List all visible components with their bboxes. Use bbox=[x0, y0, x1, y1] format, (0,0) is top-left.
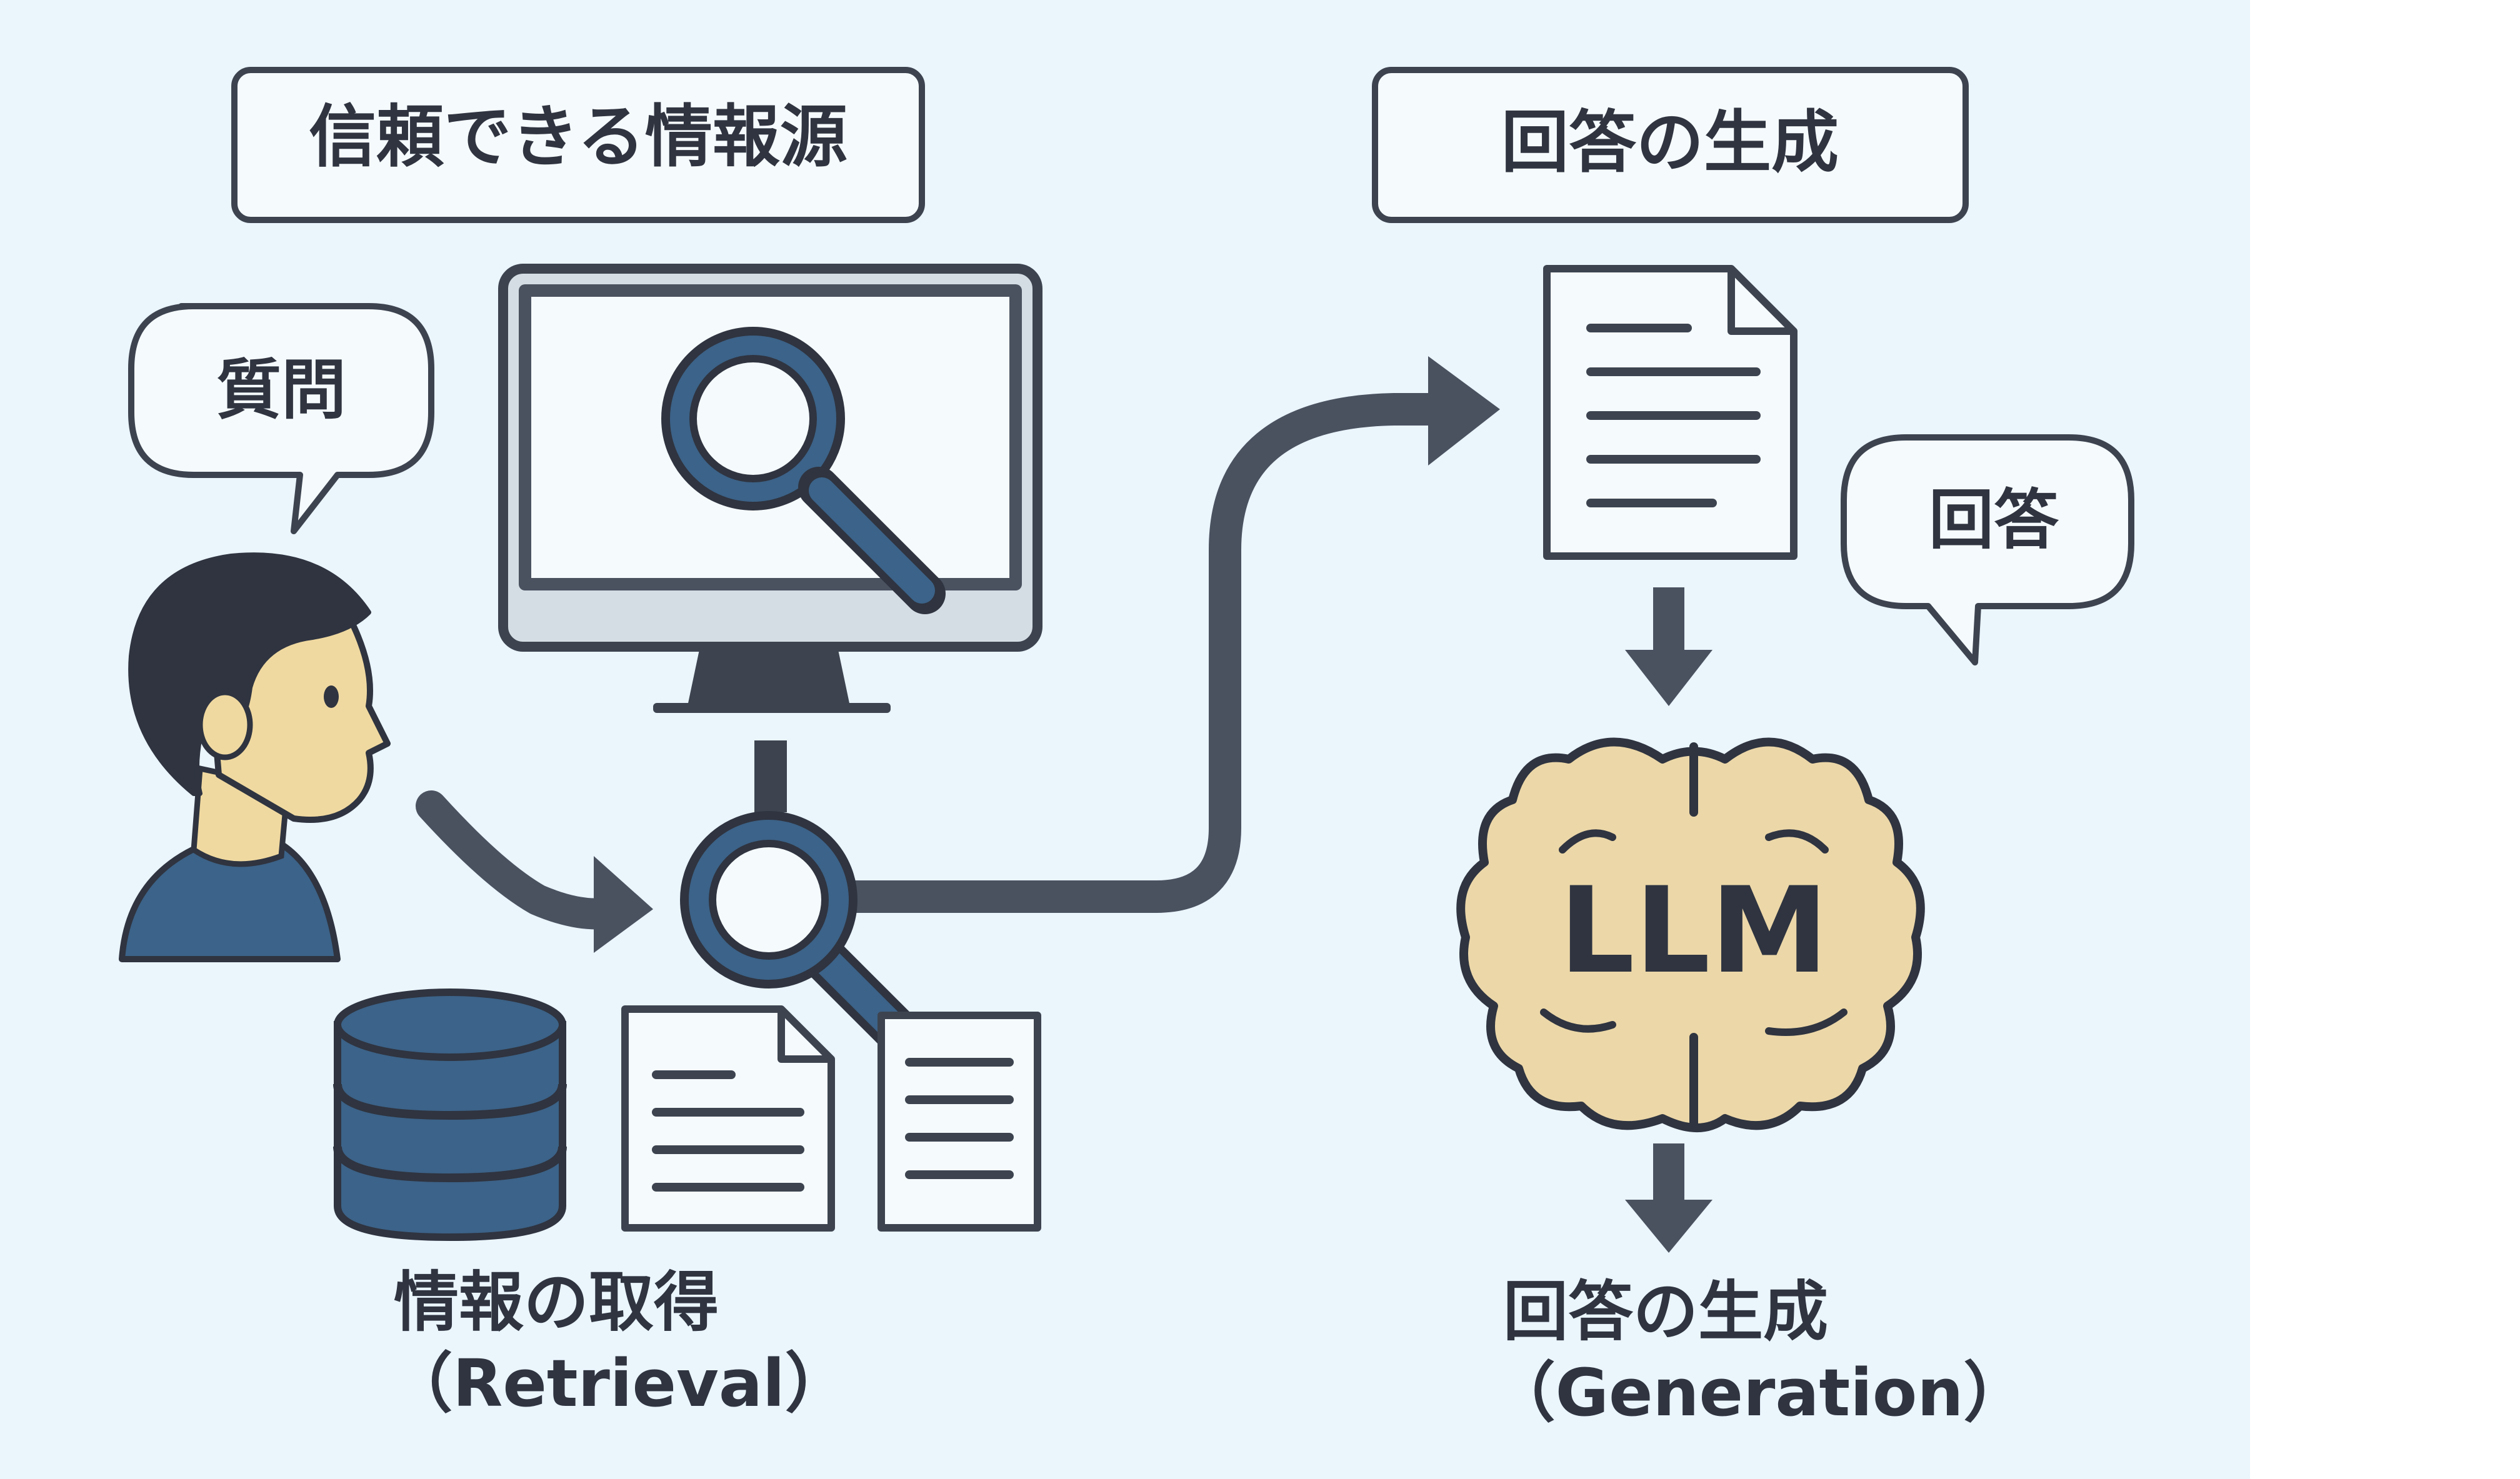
retrieval-label-line1: 情報の取得 bbox=[394, 1264, 719, 1340]
diagram-svg: 信頼できる情報源 回答の生成 質問 bbox=[119, 67, 2134, 1431]
document-icon bbox=[878, 1012, 1041, 1232]
document-to-llm-arrow bbox=[1625, 587, 1712, 706]
question-arrow bbox=[416, 790, 653, 953]
monitor-icon bbox=[498, 264, 1042, 713]
database-icon bbox=[333, 988, 567, 1242]
llm-label: LLM bbox=[1559, 862, 1828, 1000]
document-icon bbox=[1543, 265, 1798, 560]
generation-label-line1: 回答の生成 bbox=[1503, 1273, 1828, 1350]
rag-diagram: 信頼できる情報源 回答の生成 質問 bbox=[0, 0, 2250, 1479]
person-icon bbox=[119, 552, 391, 962]
answer-label: 回答 bbox=[1929, 482, 2059, 558]
retrieval-label-line2: （Retrieval） bbox=[388, 1345, 849, 1422]
brain-icon: LLM bbox=[1456, 737, 1925, 1132]
question-label: 質問 bbox=[216, 352, 346, 428]
document-icon bbox=[621, 1005, 835, 1232]
source-title: 信頼できる情報源 bbox=[309, 98, 848, 176]
connector-line bbox=[754, 740, 787, 812]
magnifier-icon bbox=[680, 811, 922, 1057]
llm-to-output-arrow bbox=[1625, 1143, 1712, 1253]
question-bubble: 質問 bbox=[128, 303, 434, 534]
generation-label-line2: （Generation） bbox=[1491, 1355, 2029, 1431]
answer-bubble: 回答 bbox=[1841, 434, 2134, 665]
retrieval-to-generation-arrow bbox=[834, 356, 1500, 913]
source-title-box: 信頼できる情報源 bbox=[231, 67, 925, 223]
generation-title-box: 回答の生成 bbox=[1372, 67, 1969, 223]
generation-title: 回答の生成 bbox=[1501, 104, 1839, 182]
